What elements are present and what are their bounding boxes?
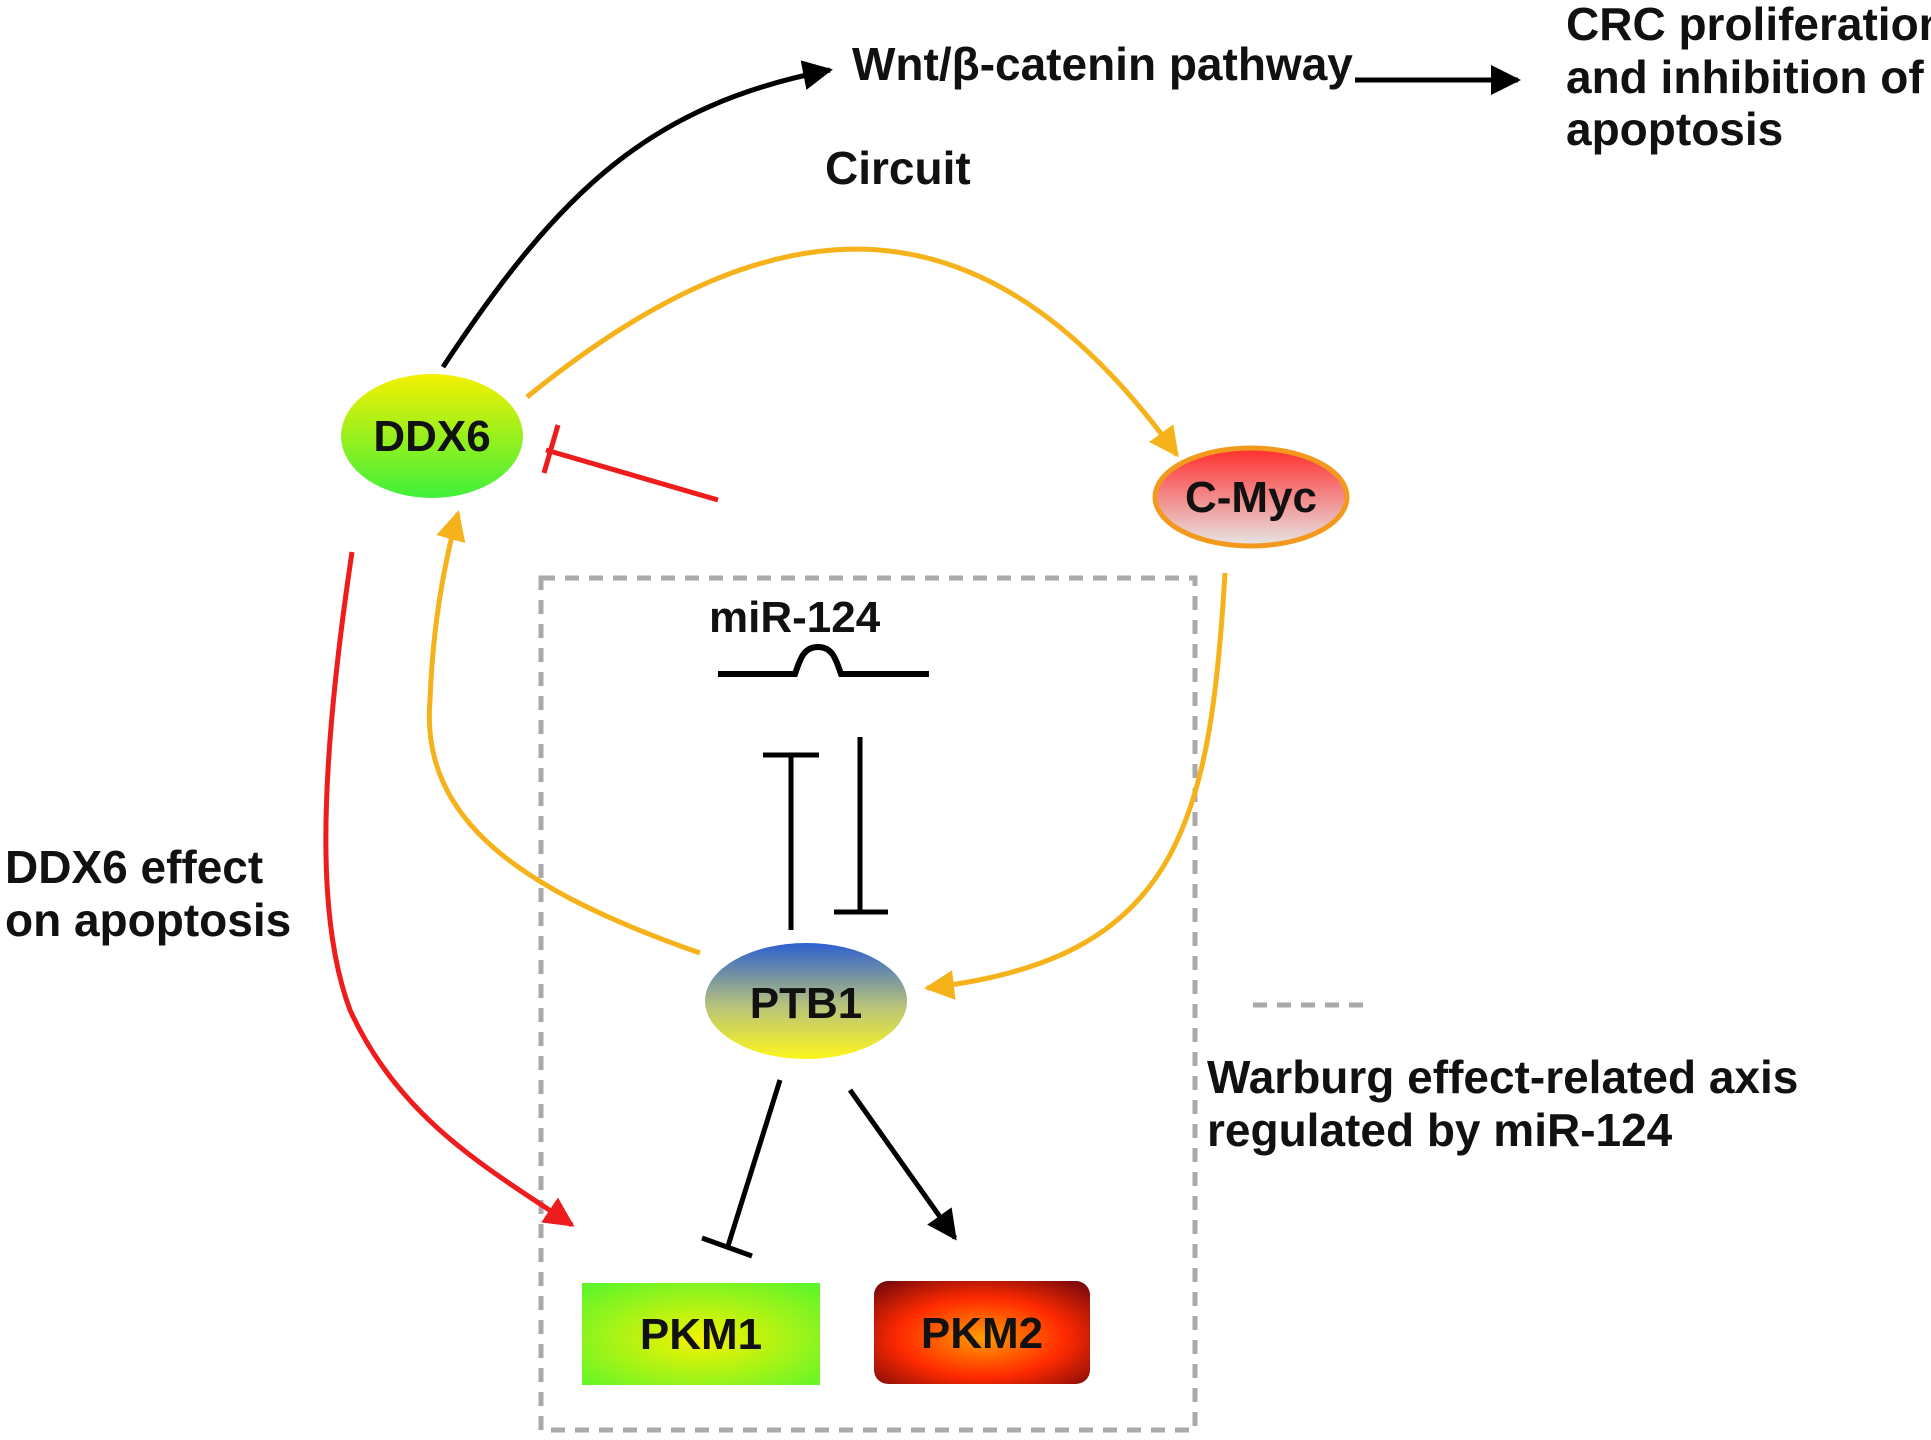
crc-label-line3: apoptosis	[1566, 103, 1783, 155]
ptb1-node: PTB1	[705, 943, 907, 1059]
crc-label-line2: and inhibition of	[1566, 51, 1924, 103]
pkm1-node: PKM1	[582, 1283, 820, 1385]
ptb1-to-ddx6-arrow	[426, 510, 701, 956]
circuit-label: Circuit	[825, 142, 971, 194]
inhibition-to-ddx6-bar	[541, 424, 561, 474]
crc-label-line1: CRC proliferation	[1566, 0, 1931, 50]
pkm2-label: PKM2	[921, 1309, 1043, 1358]
ddx6-label: DDX6	[373, 412, 490, 461]
ptb1-inhibits-pkm1-bar	[701, 1235, 753, 1259]
ddx6-node: DDX6	[341, 374, 523, 498]
cmyc-to-ptb1-arrow	[924, 572, 1228, 1000]
ddx6-effect-label-line2: on apoptosis	[5, 894, 291, 946]
pkm2-node: PKM2	[874, 1281, 1090, 1384]
ddx6-to-pkm1-arrow	[323, 551, 575, 1228]
legend-label-line1: Warburg effect-related axis	[1207, 1051, 1798, 1103]
mir124-hairpin-icon	[718, 643, 929, 677]
pkm1-label: PKM1	[640, 1310, 762, 1359]
ddx6-to-cmyc-arrow	[525, 246, 1180, 458]
legend-label-line2: regulated by miR-124	[1207, 1104, 1673, 1156]
inhibition-to-ddx6-line	[545, 447, 719, 503]
cmyc-label: C-Myc	[1185, 473, 1317, 522]
warburg-axis-box	[538, 575, 1198, 1433]
ddx6-to-wnt-arrow	[440, 60, 833, 369]
cmyc-node: C-Myc	[1152, 445, 1350, 549]
wnt-pathway-label: Wnt/β-catenin pathway	[852, 38, 1353, 90]
ddx6-effect-label-line1: DDX6 effect	[5, 841, 263, 893]
mir124-label: miR-124	[709, 593, 881, 642]
ptb1-label: PTB1	[750, 979, 862, 1028]
ptb1-to-pkm2-arrow	[847, 1088, 958, 1241]
ptb1-inhibits-pkm1-line	[725, 1079, 783, 1247]
